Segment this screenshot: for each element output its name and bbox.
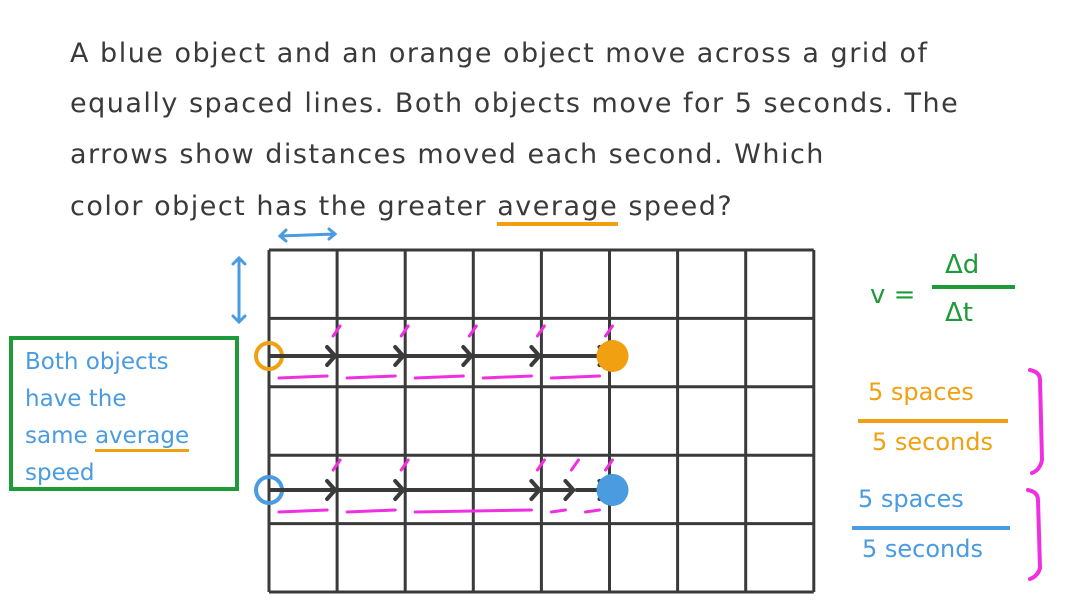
blue-distance-mark xyxy=(345,508,397,514)
orange-distance-mark xyxy=(345,374,397,380)
blue-tick-mark xyxy=(604,458,614,472)
orange-bracket xyxy=(1028,368,1045,475)
answer-note: Both objects have the same average speed xyxy=(9,336,239,491)
orange-arrowhead xyxy=(325,345,338,367)
blue-denominator: 5 seconds xyxy=(862,535,983,563)
orange-tick-mark xyxy=(604,324,614,338)
question-line-4-pre: color object has the greater xyxy=(70,191,498,222)
note-line-3: same average xyxy=(25,418,223,455)
blue-end-dot xyxy=(596,474,629,506)
blue-tick-mark xyxy=(399,458,410,472)
spacing-arrow-horizontal xyxy=(277,227,338,243)
question-line-4-post: speed? xyxy=(618,191,734,222)
orange-tick-mark xyxy=(467,324,478,338)
orange-tick-mark xyxy=(331,324,342,338)
note-line-1: Both objects xyxy=(25,349,169,375)
blue-arrowhead xyxy=(563,479,577,501)
orange-numerator: 5 spaces xyxy=(868,378,974,406)
orange-distance-mark xyxy=(277,374,329,380)
blue-arrowhead xyxy=(393,479,406,501)
question-line-1: A blue object and an orange object move … xyxy=(70,38,929,69)
orange-arrowhead xyxy=(529,345,543,367)
note-line-4: speed xyxy=(25,460,95,486)
blue-bracket xyxy=(1026,488,1043,581)
orange-end-dot xyxy=(596,340,629,372)
orange-arrowhead xyxy=(393,345,406,367)
blue-arrowhead xyxy=(529,479,543,501)
note-highlight-average: average xyxy=(94,423,190,452)
blue-distance-mark xyxy=(277,508,329,514)
blue-distance-mark xyxy=(549,508,567,514)
blue-numerator: 5 spaces xyxy=(858,485,964,513)
note-line-3-pre: same xyxy=(25,423,95,449)
orange-tick-mark xyxy=(399,324,410,338)
orange-distance-mark xyxy=(413,374,465,380)
blue-tick-mark xyxy=(331,458,342,472)
formula-denominator: Δt xyxy=(945,298,973,328)
blue-distance-mark xyxy=(583,508,601,514)
orange-denominator: 5 seconds xyxy=(872,428,993,456)
blue-distance-mark xyxy=(413,508,533,514)
orange-distance-mark xyxy=(549,374,601,380)
question-line-4: color object has the greater average spe… xyxy=(70,191,734,226)
orange-tick-mark xyxy=(535,324,546,338)
question-line-2: equally spaced lines. Both objects move … xyxy=(70,88,960,119)
highlight-average: average xyxy=(497,191,619,226)
blue-tick-mark xyxy=(535,458,546,472)
blue-arrowhead xyxy=(325,479,338,501)
blue-tick-mark xyxy=(569,458,580,472)
orange-distance-mark xyxy=(481,374,533,380)
formula-v: v = xyxy=(870,280,916,310)
question-line-3: arrows show distances moved each second.… xyxy=(70,139,825,170)
orange-arrowhead xyxy=(461,345,474,367)
spacing-arrow-vertical xyxy=(231,255,247,325)
formula-numerator: Δd xyxy=(945,250,980,280)
note-line-2: have the xyxy=(25,386,127,412)
